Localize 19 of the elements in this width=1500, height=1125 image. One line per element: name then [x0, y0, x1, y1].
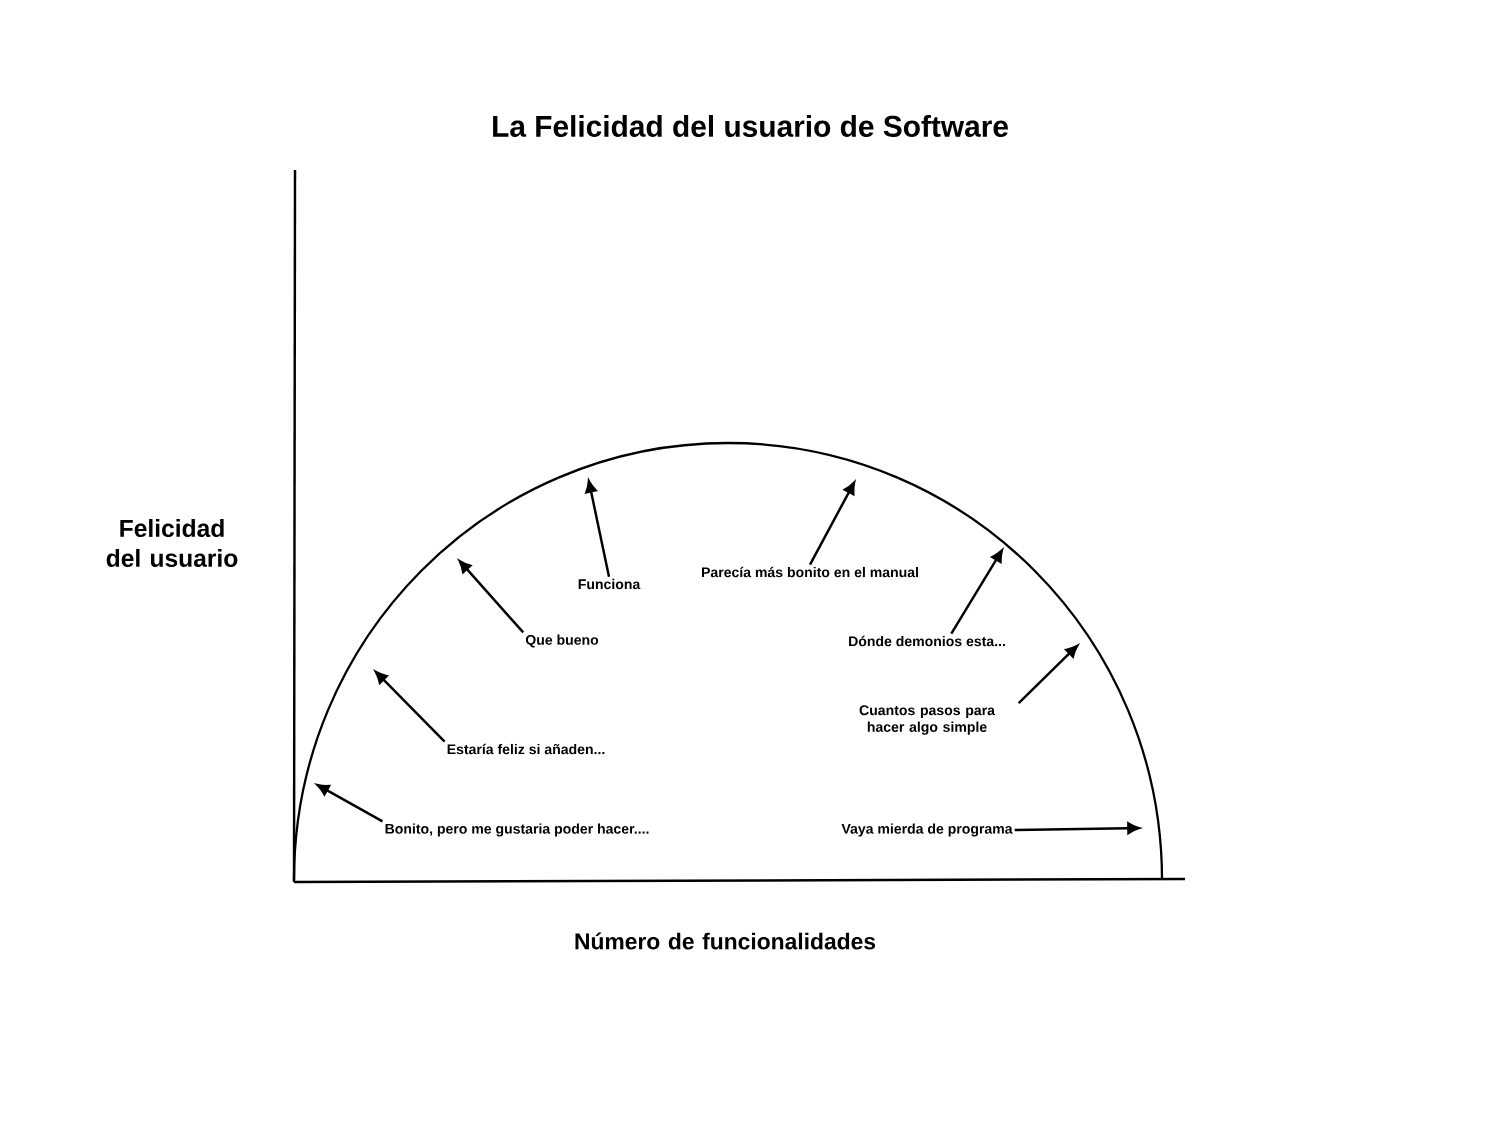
- annotation-text: Funciona: [578, 578, 641, 590]
- leader-arrow: [585, 480, 611, 577]
- leader-arrow: [1014, 822, 1140, 835]
- leader-arrow: [316, 783, 384, 823]
- title: La Felicidad del usuario de Software: [493, 115, 1008, 137]
- annotation-text: Bonito, pero me gustaria poder hacer....: [385, 823, 649, 837]
- annotation-text: Parecía más bonito en el manual: [702, 566, 918, 578]
- leader-arrow: [458, 560, 525, 634]
- axis-label: Felicidad del usuario: [106, 519, 238, 567]
- leader-arrow: [374, 670, 446, 743]
- axis-label: Número de funcionalidades: [575, 932, 876, 950]
- leader-arrow: [808, 481, 856, 566]
- annotation-text: Cuantos pasos para hacer algo simple: [859, 705, 996, 735]
- annotation-text: Estaría feliz si añaden...: [447, 743, 605, 755]
- annotation-text: Que bueno: [525, 634, 599, 648]
- leader-arrow: [1017, 644, 1079, 705]
- leader-arrow: [950, 549, 1003, 635]
- annotation-text: Dónde demonios esta...: [849, 635, 1005, 647]
- annotation-text: Vaya mierda de programa: [841, 823, 1013, 837]
